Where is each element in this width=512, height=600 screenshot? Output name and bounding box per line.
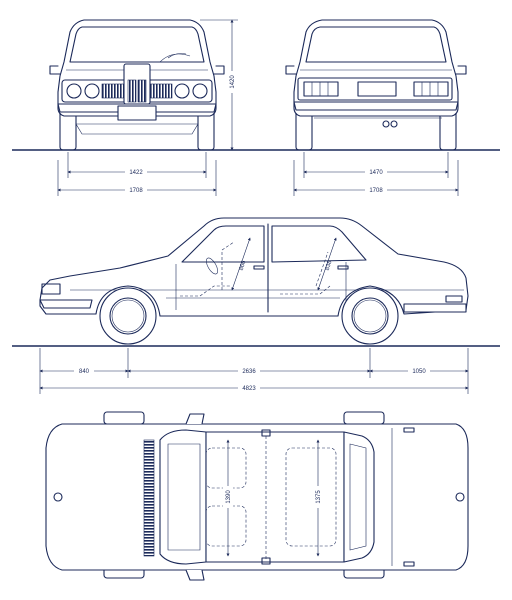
side-rear-window xyxy=(271,225,367,263)
length-label: 4823 xyxy=(242,386,256,392)
side-rear-wheel xyxy=(341,287,399,345)
headlight-outer-left xyxy=(66,83,82,99)
side-headlight xyxy=(41,283,61,295)
top-front-left-tire xyxy=(103,411,145,425)
front-door-handle xyxy=(253,265,265,270)
front-width-label: 1708 xyxy=(129,188,143,194)
front-seat-depth-line xyxy=(231,237,251,291)
top-front-seat-left xyxy=(205,447,247,489)
front-seat-dashed xyxy=(180,285,230,297)
wheelbase-label: 2636 xyxy=(242,369,256,375)
rear-right-mirror xyxy=(455,65,467,75)
rear-seat-dashed xyxy=(280,285,331,295)
top-cowl-vent xyxy=(143,439,155,557)
height-label: 1420 xyxy=(230,75,236,89)
top-windshield xyxy=(159,429,207,565)
front-spoiler xyxy=(75,123,199,135)
top-view: 1390 1375 xyxy=(45,411,469,581)
front-wiper xyxy=(159,53,191,63)
front-left-mirror xyxy=(49,65,61,75)
front-license-plate xyxy=(117,105,157,121)
side-rear-bumper xyxy=(403,303,467,313)
top-rear-bench xyxy=(285,447,337,547)
side-dimensions: 840 2636 1050 4823 xyxy=(39,348,469,394)
top-rear-left-tire xyxy=(343,411,385,425)
top-front-emblem xyxy=(53,492,63,502)
rear-width-label: 1708 xyxy=(369,188,383,194)
rear-track-label: 1470 xyxy=(369,170,383,176)
rear-seat-depth-label: 838 xyxy=(325,259,334,271)
kidney-grille-left xyxy=(127,79,137,103)
taillight-right xyxy=(413,81,449,97)
front-track-label: 1422 xyxy=(129,170,143,176)
top-rear-window xyxy=(343,431,375,563)
rear-overhang-label: 1050 xyxy=(412,369,426,375)
rear-bumper xyxy=(293,101,459,111)
front-interior-width-label: 1390 xyxy=(226,490,232,504)
rear-view: 1470 1708 xyxy=(285,19,467,196)
steering-wheel xyxy=(206,257,218,275)
rear-window xyxy=(305,26,447,63)
exhaust-left xyxy=(382,120,390,128)
headlight-outer-right xyxy=(192,83,208,99)
side-front-wheel xyxy=(99,287,157,345)
side-front-bumper xyxy=(39,299,93,309)
rear-seat-depth-line xyxy=(317,237,337,291)
front-right-mirror xyxy=(213,65,225,75)
headlight-inner-left xyxy=(84,83,100,99)
side-front-window xyxy=(181,225,265,263)
side-view: 866 838 xyxy=(39,217,469,345)
exhaust-right xyxy=(390,120,398,128)
front-windshield xyxy=(69,26,205,63)
rear-left-mirror xyxy=(285,65,297,75)
front-seat-depth-label: 866 xyxy=(239,259,248,271)
front-view: 1420 1422 1708 xyxy=(49,19,238,196)
top-right-mirror xyxy=(185,569,205,581)
rear-door-handle xyxy=(337,265,349,270)
front-overhang-label: 840 xyxy=(79,369,90,375)
kidney-grille-right xyxy=(137,79,147,103)
top-rear-emblem xyxy=(455,492,465,502)
top-front-seat-right xyxy=(205,505,247,547)
headlight-inner-right xyxy=(174,83,190,99)
taillight-left xyxy=(303,81,339,97)
side-rear-marker xyxy=(445,295,463,303)
top-left-mirror xyxy=(185,413,205,425)
rear-interior-width-label: 1375 xyxy=(316,490,322,504)
rear-license-plate xyxy=(357,81,397,97)
